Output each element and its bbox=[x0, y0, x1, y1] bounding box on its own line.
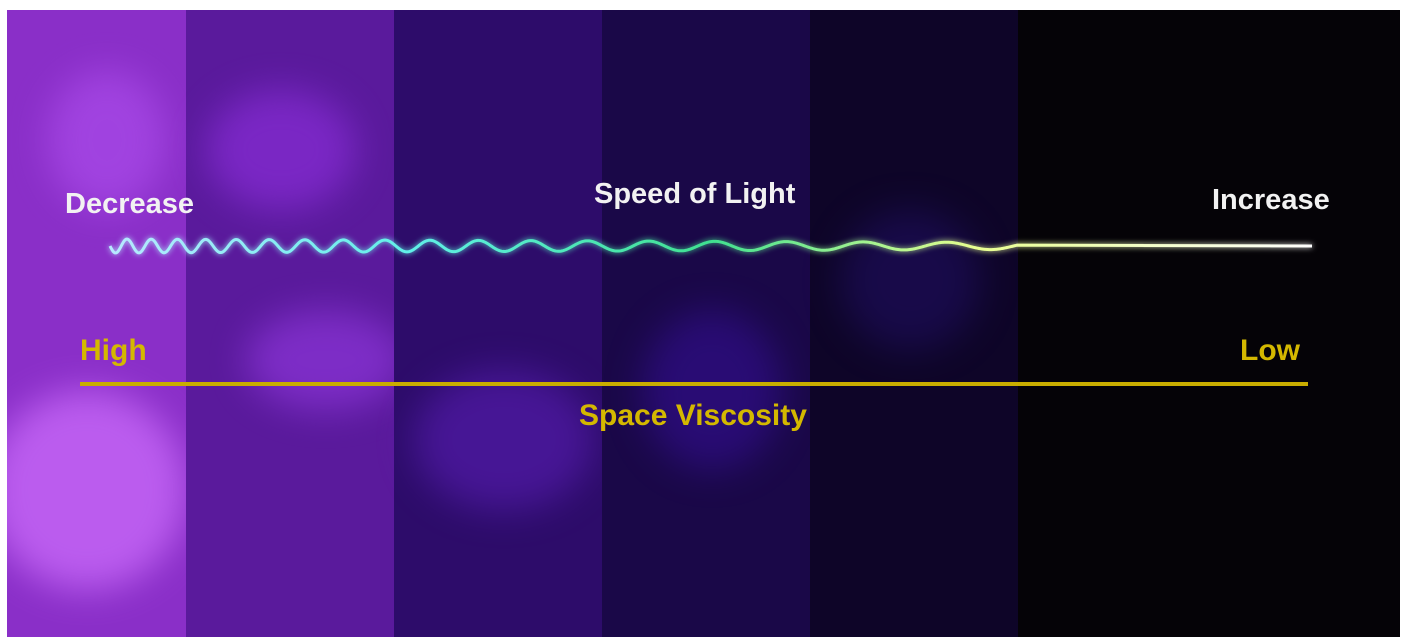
viscosity-low-label: Low bbox=[1240, 334, 1300, 367]
viscosity-high-label: High bbox=[80, 334, 147, 367]
viscosity-band-5 bbox=[810, 10, 1018, 637]
viscosity-band-6 bbox=[1018, 10, 1400, 637]
speed-of-light-title: Speed of Light bbox=[594, 178, 796, 210]
viscosity-band-4 bbox=[602, 10, 810, 637]
viscosity-band-1 bbox=[7, 10, 187, 637]
wave-path bbox=[108, 237, 1313, 255]
speed-of-light-wave bbox=[108, 237, 1313, 255]
viscosity-band-2 bbox=[186, 10, 406, 637]
space-viscosity-title: Space Viscosity bbox=[579, 399, 807, 432]
diagram-canvas: Decrease Speed of Light Increase High Lo… bbox=[7, 10, 1400, 637]
viscosity-axis-line bbox=[80, 382, 1308, 386]
speed-increase-label: Increase bbox=[1212, 184, 1330, 216]
viscosity-band-3 bbox=[394, 10, 602, 637]
speed-decrease-label: Decrease bbox=[65, 188, 194, 220]
